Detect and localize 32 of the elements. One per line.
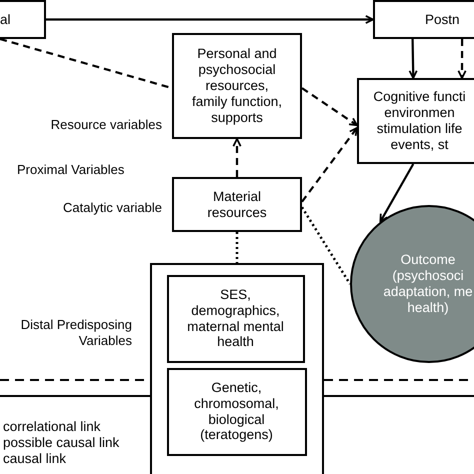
arrow xyxy=(46,15,374,24)
node-text: al xyxy=(0,12,12,28)
dashed-arrow xyxy=(301,126,358,202)
variable-box xyxy=(172,33,302,139)
node-text: SES, demographics, maternal mental health xyxy=(186,286,285,350)
node-text: Outcome (psychosoci adaptation, me health) xyxy=(382,252,474,316)
variable-label: Resource variables xyxy=(50,117,162,133)
variable-label: Catalytic variable xyxy=(63,200,162,216)
arrow xyxy=(408,38,418,79)
dashed-arrow xyxy=(232,138,242,177)
node-text: Personal and psychosocial resources, family function, supports xyxy=(190,46,284,126)
variable-box xyxy=(166,274,304,362)
node-text: Genetic, chromosomal, biological (teratogens) xyxy=(193,380,280,444)
dotted-line xyxy=(236,232,238,263)
variable-box xyxy=(0,0,46,39)
dotted-line xyxy=(300,206,352,285)
dashed-arrow xyxy=(301,87,358,126)
legend-text: correlational link xyxy=(3,419,101,436)
variable-box xyxy=(166,368,306,456)
variable-box xyxy=(357,78,474,164)
node-text: Cognitive functi environmen stimulation life events, st xyxy=(372,89,467,153)
variable-label: Distal Predisposing Variables xyxy=(20,317,132,348)
node-text: Postn xyxy=(425,12,461,28)
variable-box xyxy=(373,0,474,39)
legend-text: causal link xyxy=(3,451,66,468)
dashed-arrow xyxy=(458,39,467,79)
variable-box xyxy=(172,177,302,232)
box-node xyxy=(150,263,324,474)
variable-label: Proximal Variables xyxy=(17,162,124,178)
node-text: Material resources xyxy=(206,188,268,220)
legend-text: possible causal link xyxy=(3,435,120,452)
arrow xyxy=(379,163,414,223)
